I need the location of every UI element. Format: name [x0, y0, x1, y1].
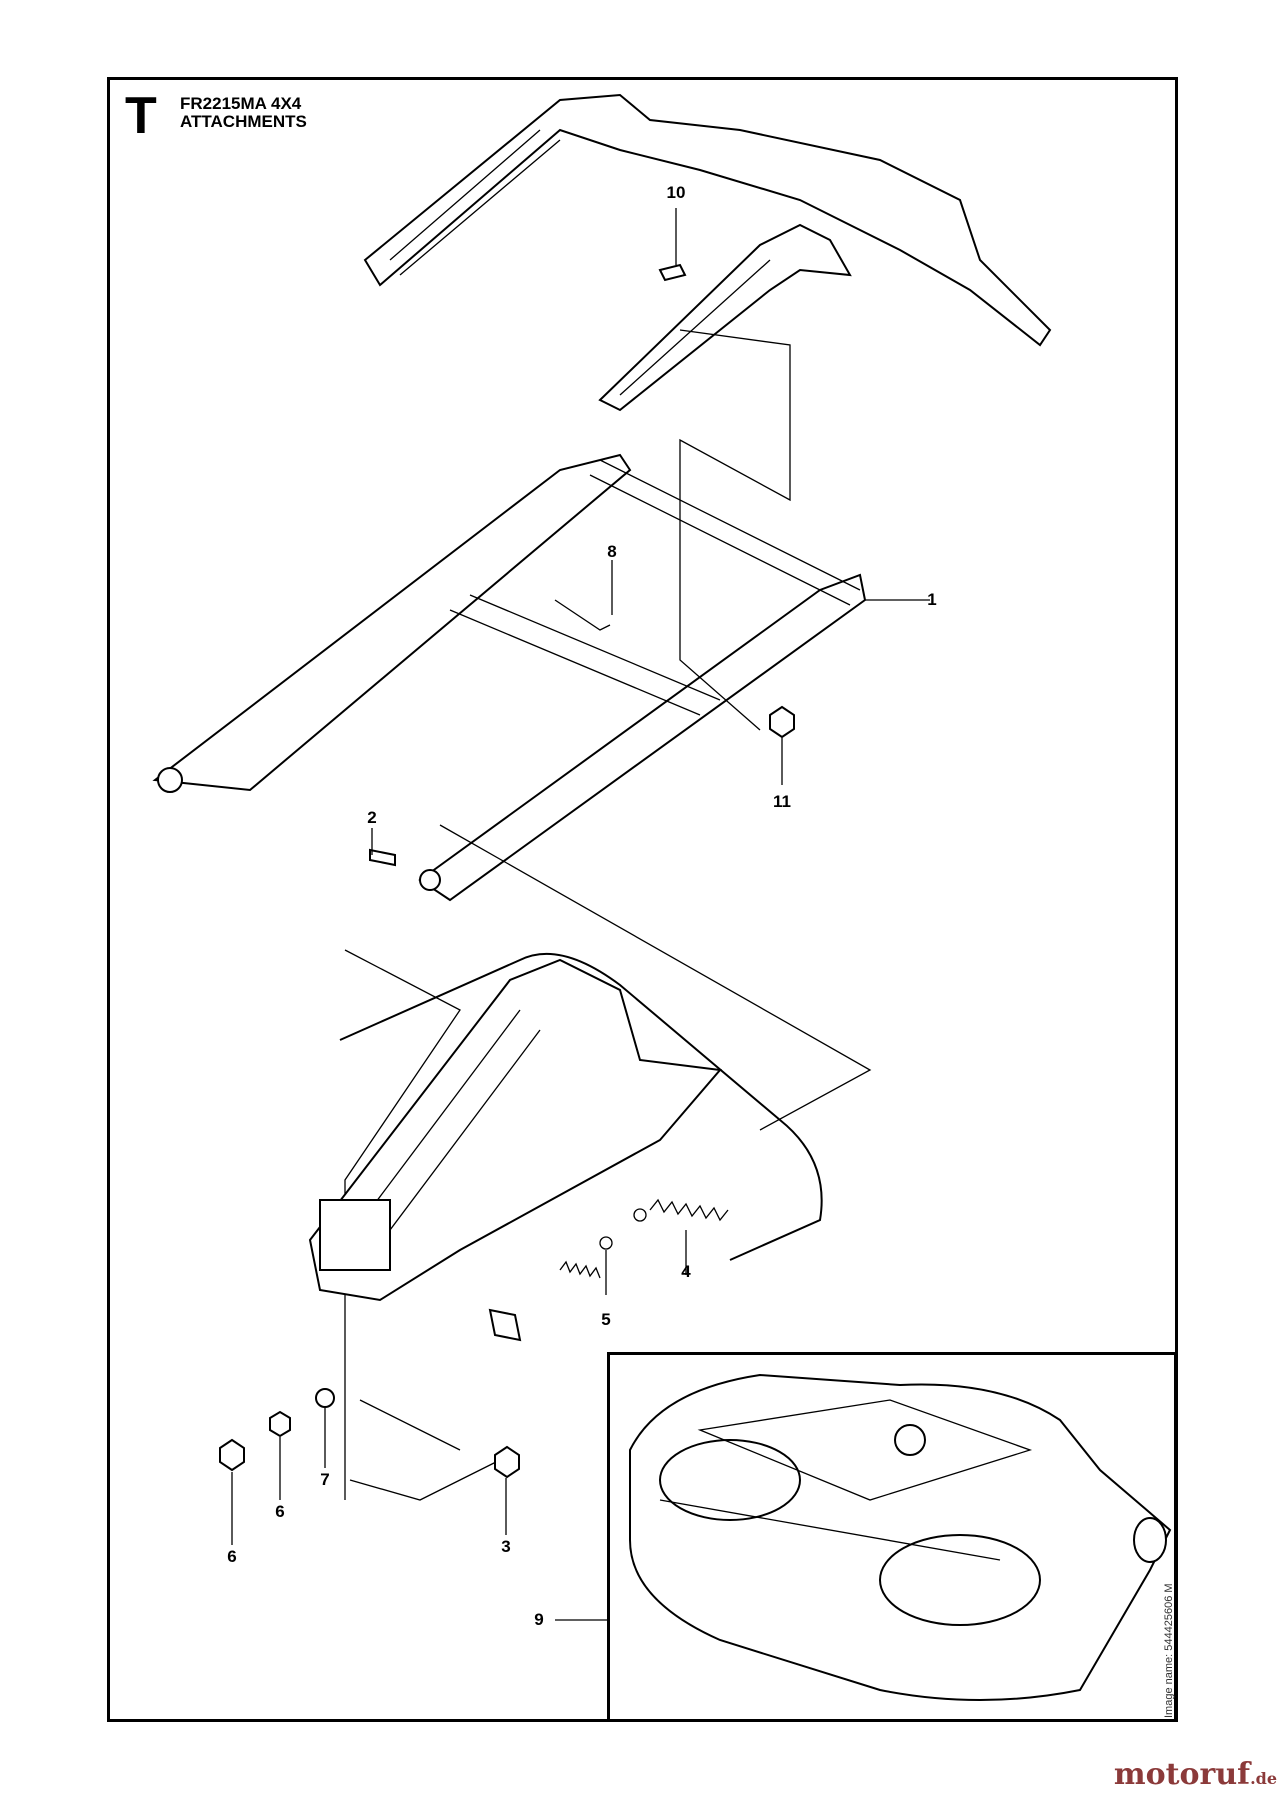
callout-9: 9	[534, 1610, 544, 1629]
callout-8: 8	[607, 542, 617, 561]
mower-deck-illustration	[629, 1373, 1172, 1701]
callout-6-right: 6	[275, 1502, 285, 1521]
callout-1: 1	[927, 590, 937, 609]
callout-10: 10	[666, 183, 686, 202]
callout-7: 7	[320, 1470, 330, 1489]
spring-4	[633, 1198, 729, 1222]
mower-deck-inset	[607, 1352, 1177, 1722]
watermark-name: motoruf	[1113, 1757, 1251, 1792]
callout-6-left: 6	[227, 1547, 237, 1566]
spring-5	[559, 1236, 613, 1279]
callout-4: 4	[681, 1262, 691, 1281]
callout-3: 3	[501, 1537, 511, 1556]
image-name-caption: Image name: 544425606 M	[1163, 1583, 1175, 1718]
mount-bracket	[308, 958, 722, 1302]
callout-5: 5	[601, 1310, 611, 1329]
section-letter: T	[125, 87, 157, 145]
leader-guides	[344, 329, 872, 1501]
lift-rod	[339, 952, 823, 1261]
watermark: motoruf.de	[1114, 1757, 1277, 1792]
bolt-10-shape	[658, 263, 687, 282]
page-title: ATTACHMENTS	[180, 112, 307, 131]
callout-2: 2	[367, 808, 377, 827]
callout-11: 11	[773, 792, 791, 811]
axle-end	[488, 1308, 522, 1342]
callout-leaders	[231, 208, 930, 1621]
lift-frame-part	[152, 453, 867, 902]
lift-arm-upper	[363, 93, 1052, 412]
model-name: FR2215MA 4X4	[180, 94, 302, 113]
hardware-parts	[219, 599, 795, 1479]
watermark-tld: .de	[1250, 1769, 1277, 1788]
